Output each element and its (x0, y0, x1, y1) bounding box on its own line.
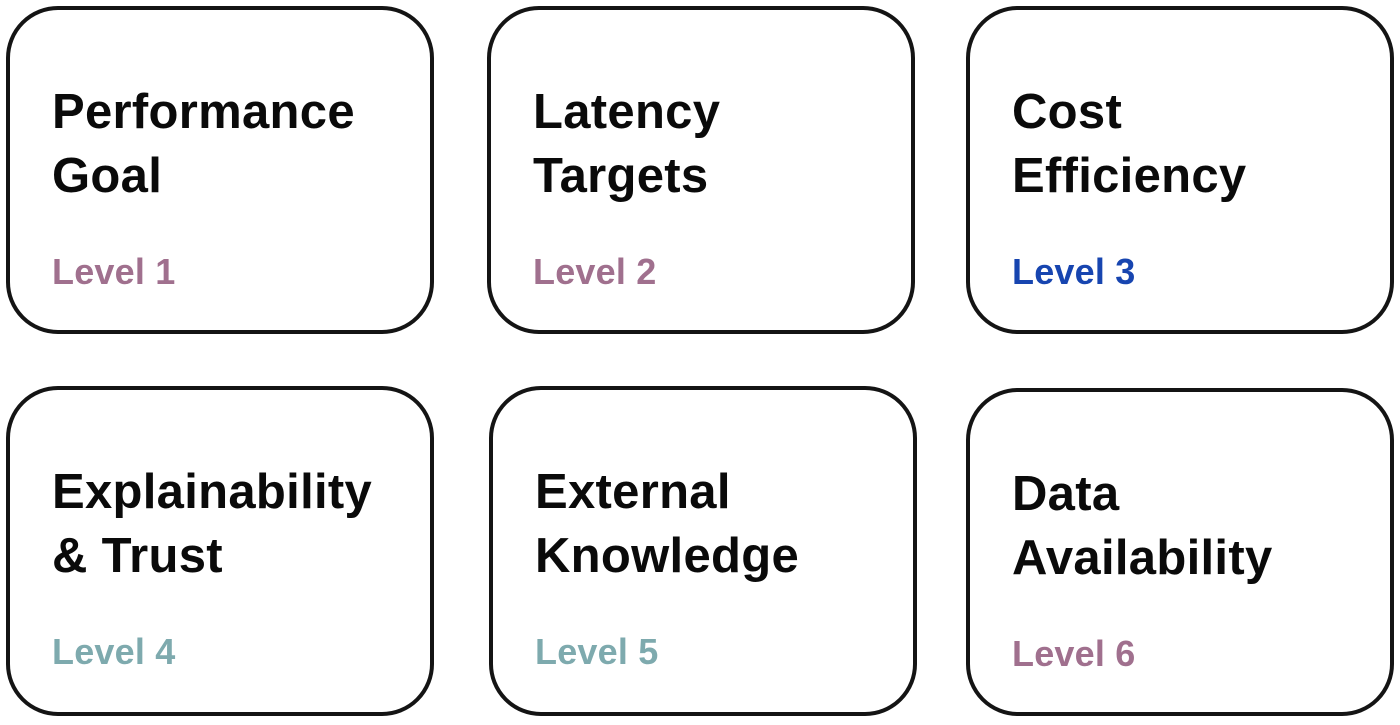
card-title-line: Knowledge (535, 529, 800, 583)
card-title: Data Availability (1012, 462, 1273, 590)
card-cost-efficiency: Cost Efficiency Level 3 (966, 6, 1394, 334)
card-title: External Knowledge (535, 460, 799, 588)
card-title-line: External (535, 465, 731, 519)
card-external-knowledge: External Knowledge Level 5 (489, 386, 917, 716)
card-title: Cost Efficiency (1012, 80, 1246, 208)
card-level-label: Level 4 (52, 631, 176, 672)
card-level-label: Level 6 (1012, 633, 1136, 674)
card-title: Latency Targets (533, 80, 720, 208)
card-title-line: Explainability (52, 465, 373, 519)
card-title-line: Performance (52, 85, 355, 139)
card-title-line: Targets (533, 149, 709, 203)
card-title-line: Goal (52, 149, 163, 203)
card-level-label: Level 5 (535, 631, 659, 672)
card-title: Performance Goal (52, 80, 355, 208)
card-level-label: Level 3 (1012, 251, 1136, 292)
card-explainability-trust: Explainability & Trust Level 4 (6, 386, 434, 716)
card-performance-goal: Performance Goal Level 1 (6, 6, 434, 334)
card-latency-targets: Latency Targets Level 2 (487, 6, 915, 334)
card-title-line: Cost (1012, 85, 1123, 139)
card-title-line: Data (1012, 467, 1120, 521)
card-level-label: Level 2 (533, 251, 657, 292)
card-data-availability: Data Availability Level 6 (966, 388, 1394, 716)
card-level-label: Level 1 (52, 251, 176, 292)
card-title-line: Latency (533, 85, 721, 139)
card-title-line: Efficiency (1012, 149, 1247, 203)
card-title-line: Availability (1012, 531, 1273, 585)
card-title-line: & Trust (52, 529, 223, 583)
card-title: Explainability & Trust (52, 460, 372, 588)
